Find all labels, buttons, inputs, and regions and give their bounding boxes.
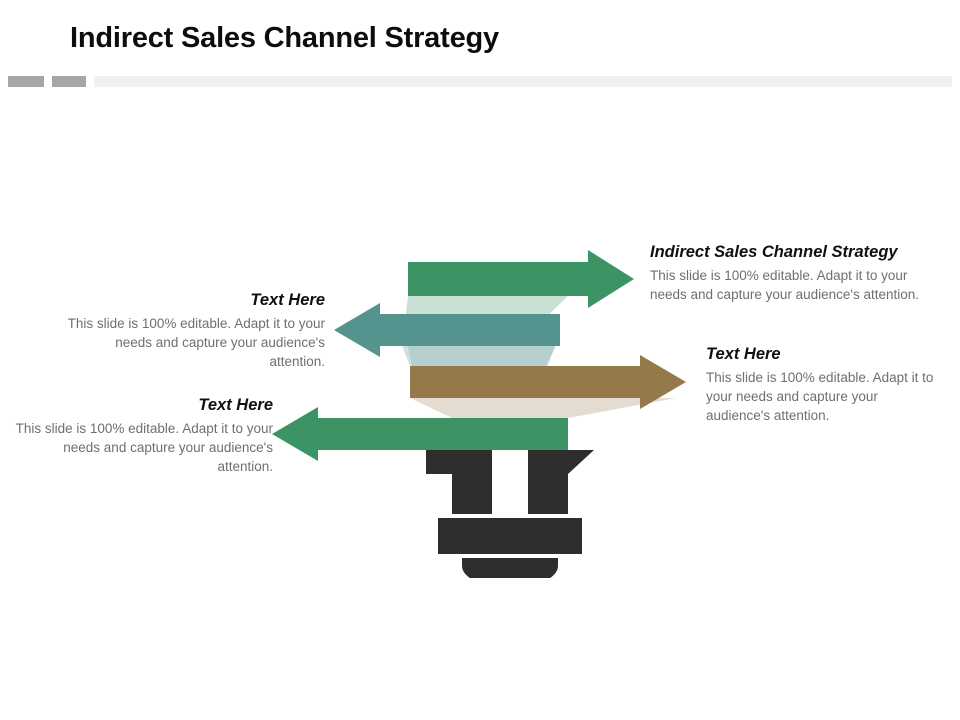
callout-top-right-heading: Indirect Sales Channel Strategy (650, 243, 898, 261)
funnel-leg-right (528, 450, 594, 514)
callout-bottom-left-body: This slide is 100% editable. Adapt it to… (15, 420, 273, 475)
arrow-third-brown[interactable] (410, 355, 686, 409)
funnel-leg-left (426, 450, 492, 514)
arrow-top-green-head (588, 250, 634, 308)
arrow-third-brown-head (640, 355, 686, 409)
header-rule-block-right (52, 76, 86, 87)
arrow-third-brown-shaft (410, 366, 640, 398)
arrow-bottom-green-shaft (318, 418, 568, 450)
header-rule-line (94, 76, 952, 87)
funnel-band-2 (402, 346, 556, 366)
arrow-second-teal-head (334, 303, 380, 357)
header-rule-block-left (8, 76, 44, 87)
arrow-top-green-shaft (408, 262, 588, 296)
callout-middle-left-body: This slide is 100% editable. Adapt it to… (67, 315, 325, 370)
arrow-second-teal-shaft (380, 314, 560, 346)
funnel-stem (426, 450, 594, 578)
arrow-second-teal[interactable] (334, 303, 560, 357)
callout-middle-right: Text Here This slide is 100% editable. A… (706, 345, 936, 425)
funnel-band-3 (410, 398, 676, 418)
arrow-bottom-green[interactable] (272, 407, 568, 461)
callout-bottom-left: Text Here This slide is 100% editable. A… (8, 396, 273, 476)
callout-middle-right-heading: Text Here (706, 345, 781, 363)
arrow-bottom-green-head (272, 407, 318, 461)
callout-bottom-left-heading: Text Here (198, 396, 273, 414)
callout-top-right-body: This slide is 100% editable. Adapt it to… (650, 267, 920, 302)
callout-middle-left-heading: Text Here (250, 291, 325, 309)
callout-top-right: Indirect Sales Channel Strategy This sli… (650, 243, 936, 304)
funnel-bottom-cap (462, 558, 558, 578)
funnel-band-rect (438, 518, 582, 554)
callout-middle-right-body: This slide is 100% editable. Adapt it to… (706, 369, 934, 424)
callout-middle-left: Text Here This slide is 100% editable. A… (60, 291, 325, 371)
page-title: Indirect Sales Channel Strategy (70, 22, 499, 54)
arrow-top-green[interactable] (408, 250, 634, 308)
